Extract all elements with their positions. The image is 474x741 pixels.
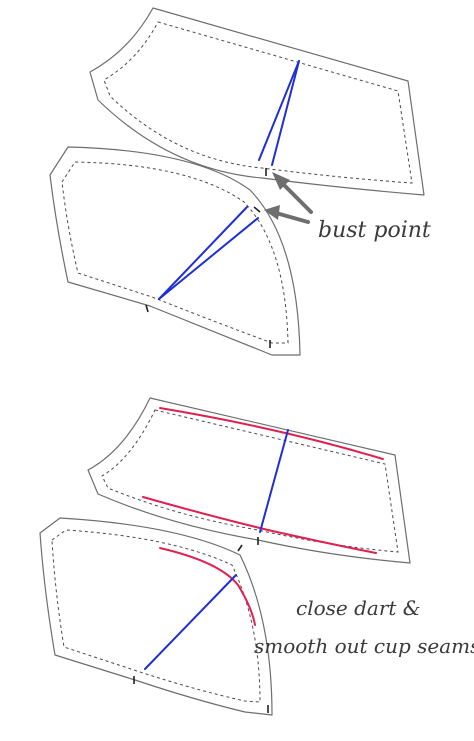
arrow-to-top-piece: [278, 179, 313, 214]
smooth-seams-label: smooth out cup seams: [254, 634, 474, 658]
close-dart-label: close dart &: [296, 596, 421, 620]
upper-cup-piece-closed-dart: [39, 517, 273, 716]
dart-leg-right: [271, 60, 300, 166]
smoothed-seam-curve: [159, 547, 256, 626]
notch: [237, 544, 243, 552]
lower-cup-outline: [87, 397, 411, 564]
arrow-to-bottom-piece: [274, 211, 310, 224]
upper-cup-seam-allowance: [51, 529, 261, 703]
dart-fold-line: [259, 429, 289, 533]
upper-cup-piece-open-dart: [49, 146, 301, 356]
bust-point-arrows: [264, 172, 313, 224]
upper-cup-outline: [39, 517, 273, 716]
lower-cup-outline: [89, 7, 425, 196]
arrowhead-icon: [272, 172, 290, 190]
bust-point-label: bust point: [318, 218, 431, 243]
notch: [253, 206, 261, 213]
lower-cup-seam-allowance: [103, 21, 413, 184]
smoothed-seam-lower: [142, 496, 377, 554]
dart-leg-left: [258, 60, 300, 161]
upper-cup-seam-allowance: [61, 161, 289, 344]
lower-cup-piece-open-dart: [89, 7, 425, 196]
lower-cup-piece-closed-dart: [87, 397, 411, 564]
smoothed-seam-upper: [159, 407, 384, 460]
arrowhead-icon: [264, 205, 280, 220]
dart-fold-line: [144, 574, 237, 670]
lower-cup-seam-allowance: [101, 409, 399, 553]
dart-leg-upper: [158, 206, 248, 300]
upper-cup-outline: [49, 146, 301, 356]
dart-leg-lower: [158, 217, 259, 300]
notch: [145, 304, 149, 313]
